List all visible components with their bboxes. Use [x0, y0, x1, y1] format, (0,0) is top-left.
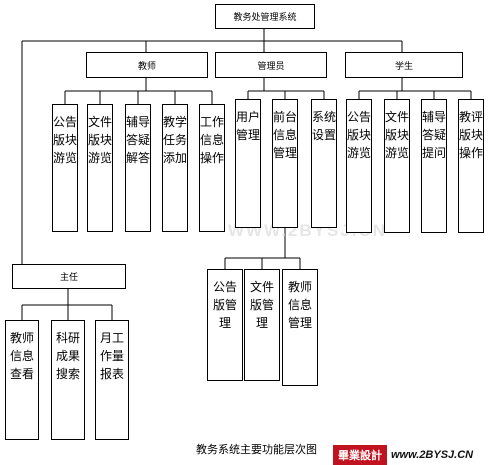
teacher-item-label: 文件版块游览	[88, 115, 113, 165]
director-item-label: 月工作量报表	[99, 331, 124, 381]
admin-item: 前台信息管理	[272, 99, 298, 228]
student-item: 文件版块游览	[384, 99, 410, 233]
director-item: 教师信息查看	[5, 320, 39, 440]
admin-sub-item-label: 文件版管理	[249, 280, 274, 330]
student-node: 学生	[345, 52, 463, 78]
teacher-item: 工作信息操作	[199, 104, 225, 232]
admin-sub-item: 公告版管理	[207, 269, 243, 381]
admin-item: 系统设置	[311, 99, 337, 228]
root-label: 教务处管理系统	[233, 13, 297, 23]
teacher-item-label: 辅导答疑解答	[126, 115, 151, 165]
admin-item-label: 系统设置	[312, 110, 337, 142]
diagram-caption: 教务系统主要功能层次图	[196, 443, 317, 456]
teacher-item-label: 工作信息操作	[200, 115, 225, 165]
director-item: 科研成果搜索	[51, 320, 85, 440]
admin-node: 管理员	[215, 52, 327, 78]
teacher-node: 教师	[86, 52, 208, 78]
student-item-label: 公告版块游览	[347, 110, 372, 160]
teacher-item: 教学任务添加	[162, 104, 188, 232]
teacher-label: 教师	[137, 61, 156, 72]
teacher-item: 公告版块游览	[52, 104, 78, 232]
director-label: 主任	[59, 273, 78, 283]
teacher-item: 辅导答疑解答	[125, 104, 151, 232]
admin-sub-item-label: 公告版管理	[212, 280, 237, 330]
student-item: 教评版块操作	[458, 99, 484, 233]
teacher-item-label: 教学任务添加	[163, 115, 188, 165]
logo-text: 畢業設計	[333, 444, 387, 465]
root-node: 教务处管理系统	[215, 4, 315, 29]
teacher-item-label: 公告版块游览	[53, 115, 78, 165]
student-item-label: 辅导答疑提问	[422, 110, 447, 160]
admin-item-label: 前台信息管理	[273, 110, 298, 160]
teacher-item: 文件版块游览	[87, 104, 113, 232]
director-item-label: 教师信息查看	[9, 331, 34, 381]
student-item-label: 文件版块游览	[385, 110, 410, 160]
admin-item: 用户管理	[235, 99, 261, 228]
student-item-label: 教评版块操作	[459, 110, 484, 160]
admin-label: 管理员	[257, 61, 285, 72]
student-label: 学生	[394, 61, 413, 72]
director-node: 主任	[12, 264, 126, 289]
student-item: 公告版块游览	[346, 99, 372, 233]
admin-sub-item: 文件版管理	[244, 269, 280, 381]
admin-sub-item: 教师信息管理	[282, 269, 318, 386]
watermark-text: WWW.2BYSJ.CN	[228, 221, 388, 240]
admin-sub-item-label: 教师信息管理	[287, 280, 312, 330]
director-item: 月工作量报表	[95, 320, 129, 440]
admin-item-label: 用户管理	[236, 110, 261, 142]
student-item: 辅导答疑提问	[421, 99, 447, 233]
site-logo: 畢業設計 www.2BYSJ.CN	[333, 444, 500, 465]
logo-url: www.2BYSJ.CN	[391, 448, 474, 461]
director-item-label: 科研成果搜索	[55, 331, 80, 381]
